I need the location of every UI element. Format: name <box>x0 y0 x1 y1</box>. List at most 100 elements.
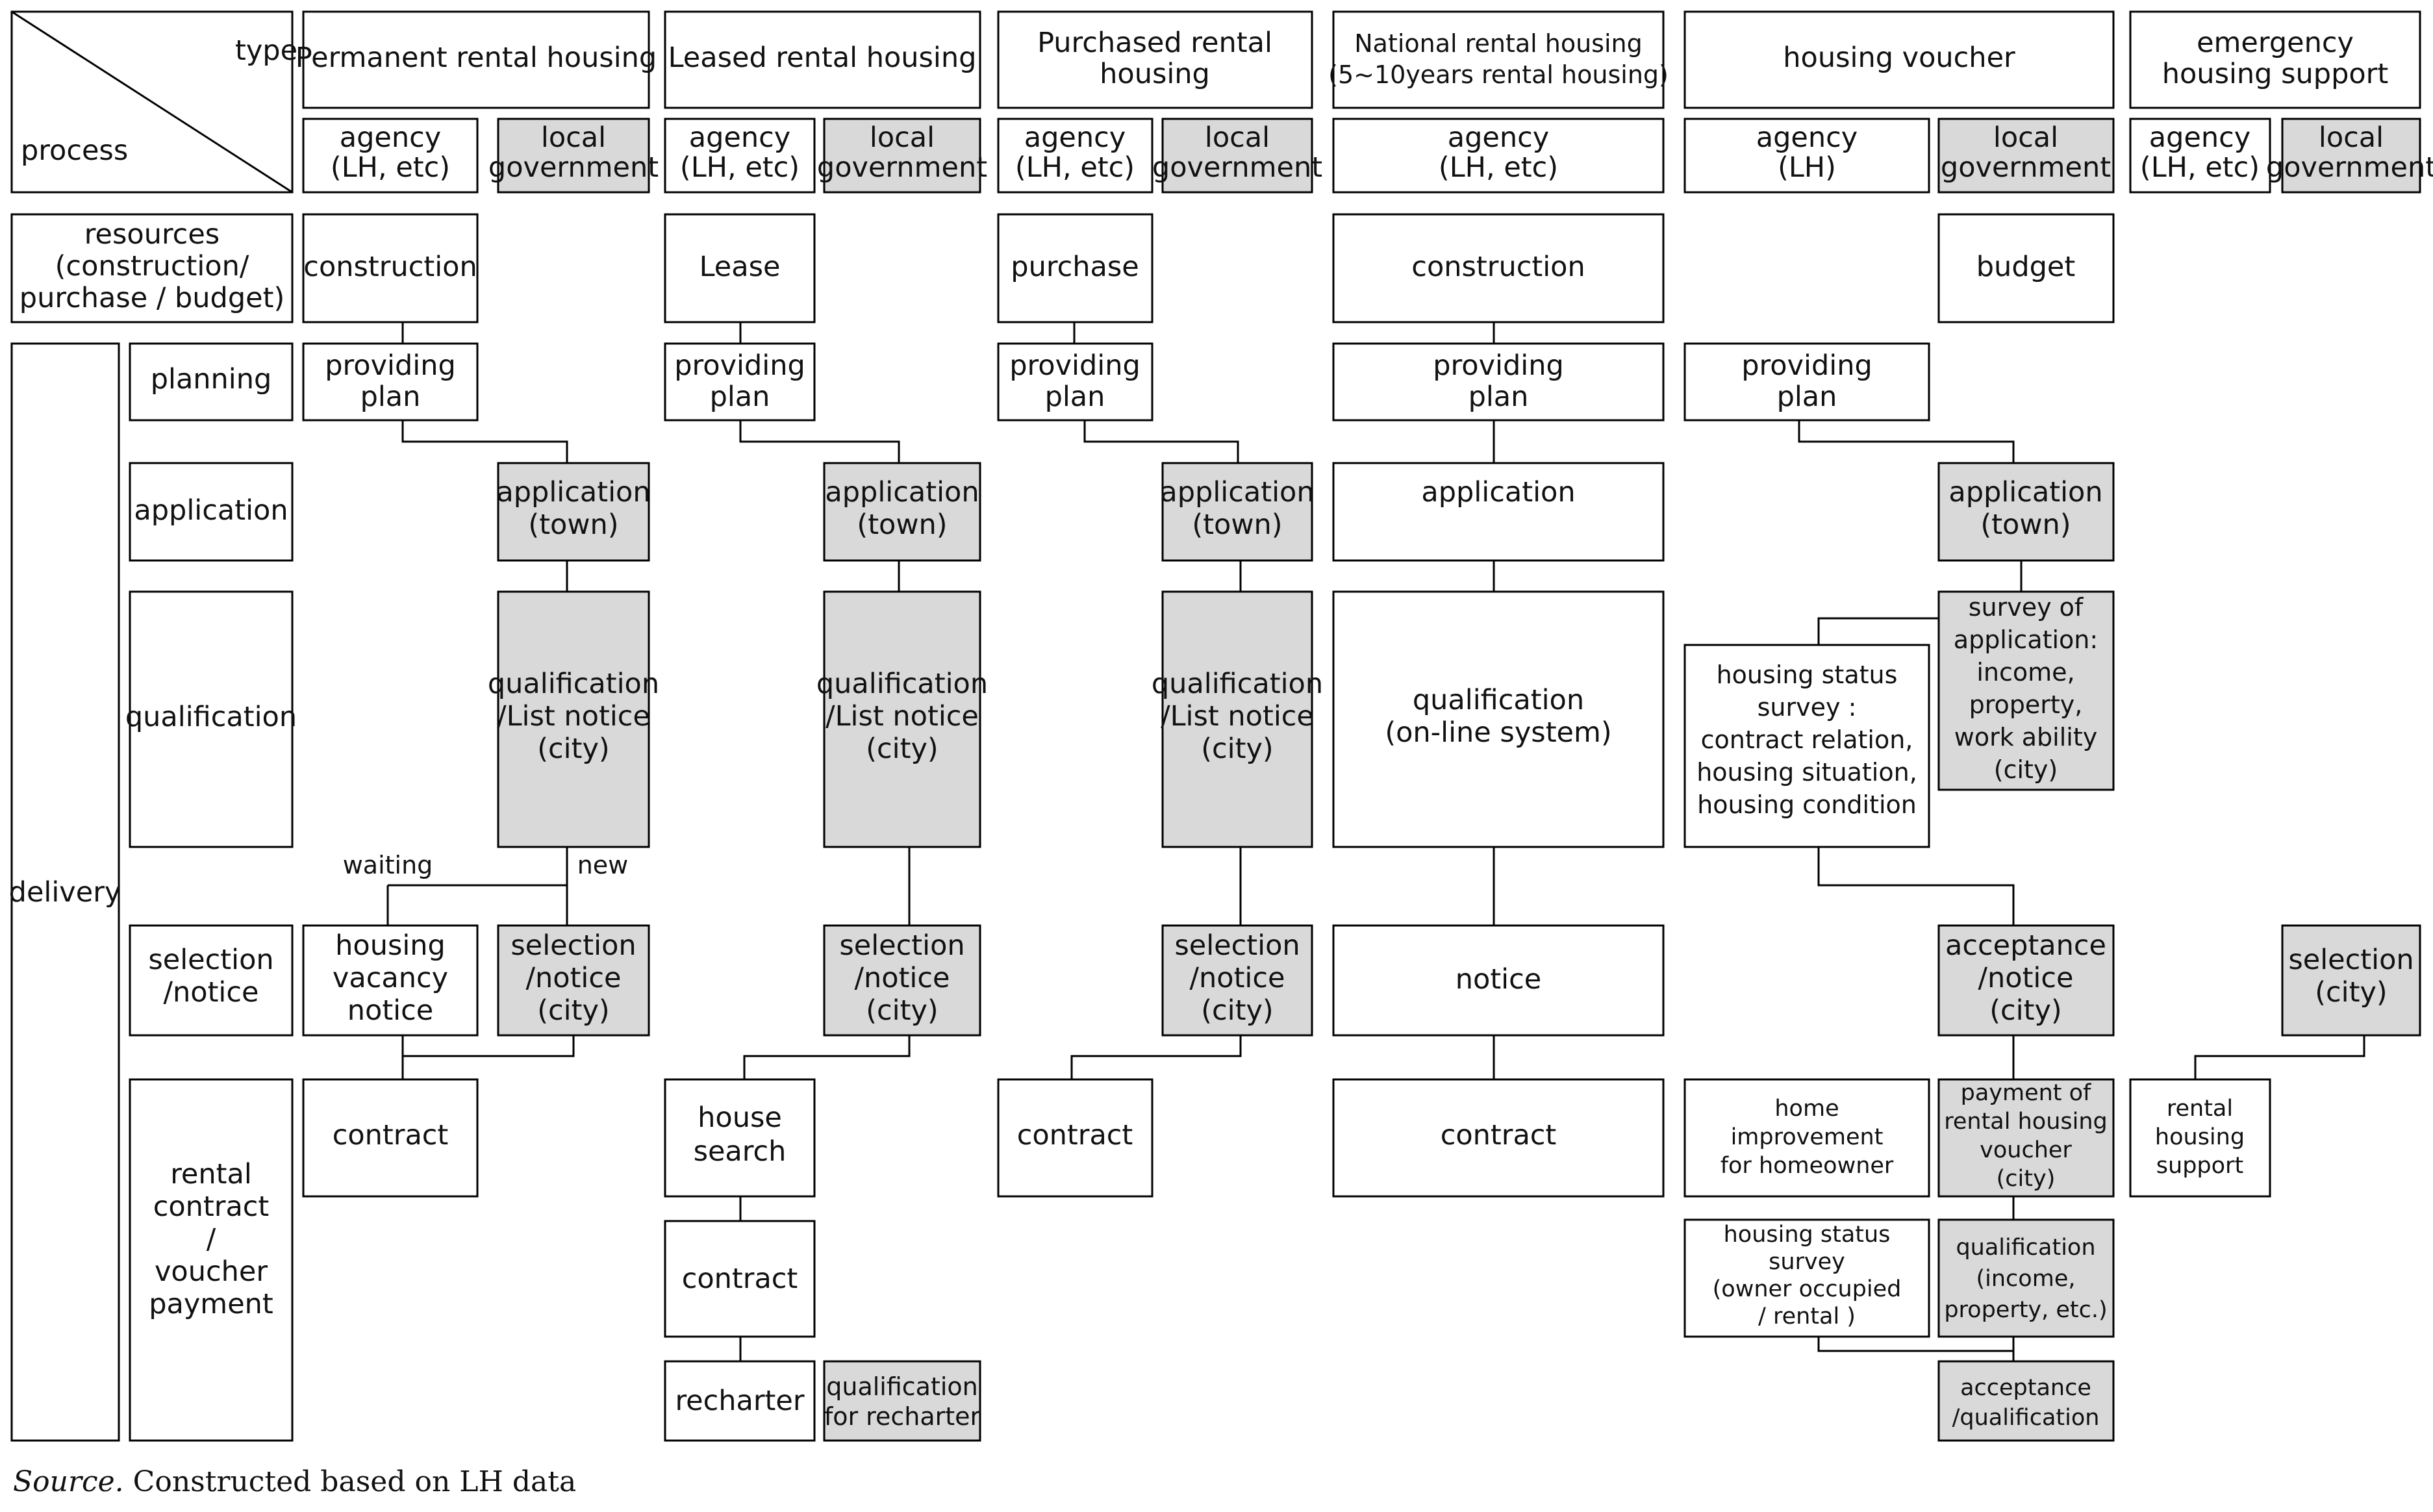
agency-line1: agency <box>1024 121 1126 154</box>
node-line: house <box>698 1102 782 1134</box>
node-line: income, <box>1976 658 2074 687</box>
node-line: plan <box>360 381 421 413</box>
node-contract-label: contract <box>1441 1119 1557 1152</box>
type-permanent <box>302 10 650 109</box>
node-line: /notice <box>1190 962 1285 994</box>
node-line: (town) <box>1980 509 2071 541</box>
agency-line1: agency <box>1756 121 1858 154</box>
node-recharter-label: recharter <box>675 1385 804 1417</box>
node-line: survey <box>1769 1249 1845 1275</box>
node-selection <box>823 924 981 1037</box>
node-line: (city) <box>537 994 609 1027</box>
agency-line2: (LH, etc) <box>2140 151 2260 184</box>
node-qual-recharter <box>823 1360 981 1442</box>
node-qualification <box>497 590 650 848</box>
localgov-leased <box>823 118 981 194</box>
row-qualification <box>129 590 294 848</box>
node-line: (city) <box>1201 994 1273 1027</box>
localgov-line1: local <box>2319 121 2384 154</box>
node-recharter <box>664 1360 816 1442</box>
node-line: housing <box>335 929 446 962</box>
node-survey-application <box>1937 590 2115 791</box>
column-purchased: purchase providing plan application (tow… <box>997 213 1323 1198</box>
node-notice-label: notice <box>1456 963 1541 996</box>
node-line: application <box>1160 476 1314 509</box>
node-line: (city) <box>537 733 609 765</box>
agency-line2: (LH, etc) <box>1015 151 1135 184</box>
node-line: /List notice <box>826 700 979 733</box>
node-line: (city) <box>1201 733 1273 765</box>
node-line: (owner occupied <box>1713 1276 1902 1302</box>
agency-line2: (LH) <box>1778 151 1836 184</box>
node-line: housing status <box>1724 1222 1891 1248</box>
agency-line1: agency <box>340 121 441 154</box>
node-housing-status-survey <box>1683 644 1930 848</box>
node-line: (town) <box>528 509 618 541</box>
connector <box>739 420 900 463</box>
type-national-line2: (5~10years rental housing) <box>1328 60 1669 89</box>
row-planning-label: planning <box>151 363 272 396</box>
node-line: acceptance <box>1960 1375 2091 1401</box>
node-line: qualification <box>826 1372 978 1401</box>
localgov-line2: government <box>1152 151 1322 184</box>
row-resources-line3: purchase / budget) <box>19 282 284 314</box>
node-line: qualification <box>816 668 988 700</box>
column-leased: Lease providing plan application (town) … <box>664 213 988 1442</box>
type-purchased <box>997 10 1313 109</box>
node-line: (city) <box>866 733 938 765</box>
node-line: selection <box>511 929 636 962</box>
node-line: selection <box>2288 944 2414 976</box>
node-construction <box>1332 213 1665 323</box>
column-emergency: selection (city) rental housing support <box>2129 924 2421 1198</box>
node-line: property, etc.) <box>1944 1297 2107 1323</box>
node-line: plan <box>710 381 770 413</box>
type-national-line1: National rental housing <box>1354 29 1642 58</box>
node-construction-label: construction <box>303 251 477 283</box>
node-line: (income, <box>1976 1266 2076 1292</box>
node-application <box>1161 462 1313 562</box>
row-rental-line1: rental <box>170 1158 252 1191</box>
node-line: qualification <box>1413 684 1584 716</box>
row-delivery-label: delivery <box>9 876 121 909</box>
node-application <box>1937 462 2115 562</box>
connector <box>1070 1035 1242 1079</box>
node-line: application <box>496 476 650 509</box>
agency-purchased <box>997 118 1153 194</box>
node-budget <box>1937 213 2115 323</box>
node-line: (city) <box>866 994 938 1027</box>
node-contract <box>664 1220 816 1338</box>
node-contract-label: contract <box>1017 1119 1133 1152</box>
node-house-search <box>664 1078 816 1198</box>
node-qualification <box>1161 590 1313 848</box>
node-qualification <box>823 590 981 848</box>
row-selection-line2: /notice <box>164 976 259 1009</box>
type-national <box>1332 10 1665 109</box>
node-line: /List notice <box>497 700 650 733</box>
node-acceptance-2 <box>1937 1360 2115 1442</box>
row-resources <box>10 213 294 323</box>
agency-line2: (LH, etc) <box>680 151 800 184</box>
node-purchase-label: purchase <box>1011 251 1139 283</box>
connector <box>1817 847 2015 926</box>
type-voucher <box>1683 10 2115 109</box>
localgov-emergency <box>2281 118 2421 194</box>
localgov-line2: government <box>488 151 659 184</box>
row-application <box>129 462 294 562</box>
node-selection <box>2281 924 2421 1037</box>
node-lease <box>664 213 816 323</box>
node-lease-label: Lease <box>700 251 781 283</box>
agency-line1: agency <box>2149 121 2250 154</box>
node-providing-plan <box>1683 342 1930 422</box>
node-line: (town) <box>1192 509 1282 541</box>
node-providing-plan <box>997 342 1153 422</box>
agency-emergency <box>2129 118 2271 194</box>
node-contract <box>997 1078 1153 1198</box>
node-line: (city) <box>1989 994 2061 1027</box>
node-budget-label: budget <box>1976 251 2075 283</box>
node-rental-support <box>2129 1078 2271 1198</box>
row-delivery <box>10 342 120 1442</box>
node-qualification <box>1332 590 1665 848</box>
type-emergency-line1: emergency <box>2197 27 2354 59</box>
node-line: /List notice <box>1161 700 1314 733</box>
